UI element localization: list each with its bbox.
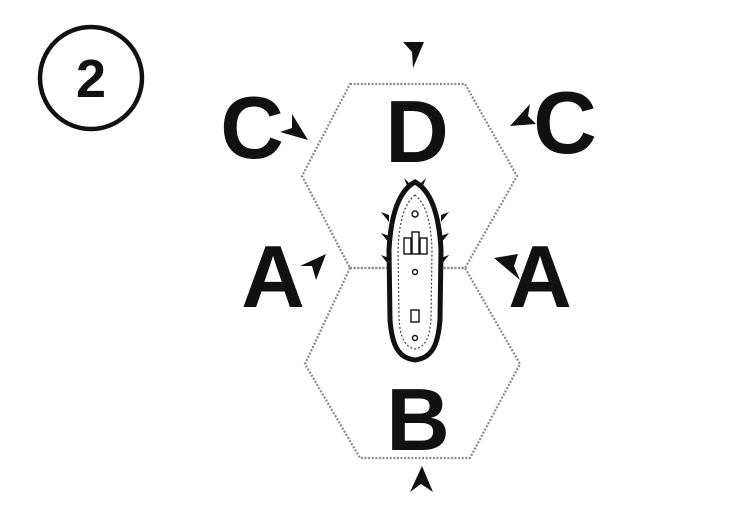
- ship-mast-fore: [411, 210, 419, 218]
- arrow-rear-icon: [410, 466, 433, 492]
- ship-deck-outline: [397, 194, 433, 350]
- ship-mast-aft: [411, 334, 419, 342]
- label-front-arc: D: [385, 82, 449, 181]
- arrow-front-right-icon: [510, 104, 536, 126]
- ship-turret-center: [411, 231, 420, 255]
- hex-grid: [300, 82, 522, 460]
- ship-turret-left: [403, 237, 412, 255]
- ship-guns: [381, 178, 449, 265]
- ship: [381, 178, 449, 363]
- label-front-left-arc: C: [220, 78, 284, 177]
- step-number-badge: 2: [37, 24, 145, 132]
- arc-labels: D B C C A A: [220, 73, 597, 469]
- label-rear-left-arc: A: [241, 227, 305, 326]
- arrow-rear-left-icon: [300, 254, 326, 280]
- badge-number: 2: [76, 49, 106, 109]
- ship-turret-right: [419, 237, 428, 255]
- label-rear-arc: B: [386, 370, 450, 469]
- label-front-right-arc: C: [533, 73, 597, 172]
- arc-arrows: [280, 42, 536, 492]
- arrow-rear-right-icon: [494, 254, 520, 280]
- badge-circle: [37, 24, 145, 132]
- hex-bottom: [303, 266, 522, 460]
- arrow-front-icon: [403, 42, 424, 68]
- hex-top: [300, 82, 519, 270]
- ship-deckhouse: [410, 309, 420, 323]
- arrow-front-left-icon: [280, 114, 308, 140]
- label-rear-right-arc: A: [508, 227, 572, 326]
- ship-mast-main: [411, 268, 419, 276]
